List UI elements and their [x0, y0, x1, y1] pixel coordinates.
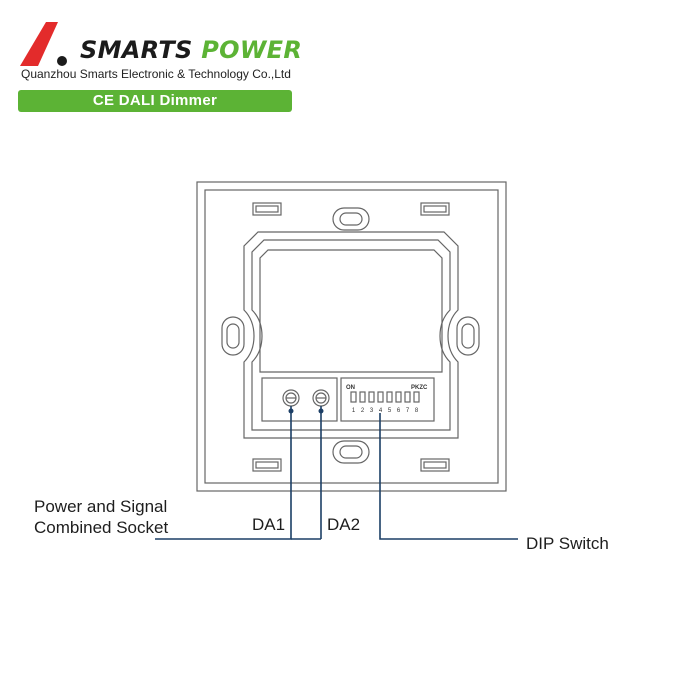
brand-primary: SMARTS: [80, 36, 193, 64]
screw-slot-top: [332, 207, 370, 231]
corner-slot-top-right: [420, 202, 450, 216]
smarts-power-logo-icon: [20, 22, 67, 66]
dip-lever-5: [386, 391, 393, 403]
socket-label-line2: Combined Socket: [34, 518, 169, 537]
dip-number-5: 5: [388, 408, 392, 414]
company-name: Quanzhou Smarts Electronic & Technology …: [21, 67, 291, 81]
screw-slot-right: [456, 316, 480, 356]
dip-number-8: 8: [415, 408, 419, 414]
dip-switch-levers: [350, 391, 420, 403]
wall-plate-outer: [196, 181, 507, 492]
leader-line-dip: [379, 413, 518, 540]
wall-plate-inner: [204, 189, 499, 484]
dip-code-label: PKZC: [411, 385, 428, 391]
module-housing-outer: [243, 231, 459, 439]
brand-name: SMARTS POWER: [80, 36, 302, 64]
dip-on-label: ON: [346, 385, 355, 391]
brand-secondary: POWER: [201, 36, 303, 64]
dip-number-7: 7: [406, 408, 410, 414]
dip-lever-4: [377, 391, 384, 403]
dip-lever-3: [368, 391, 375, 403]
corner-slot-bottom-right: [420, 458, 450, 472]
product-banner: CE DALI Dimmer: [18, 90, 292, 112]
dip-number-1: 1: [352, 408, 356, 414]
dip-lever-8: [413, 391, 420, 403]
terminal-screw-da2: [312, 389, 330, 407]
terminal-block: [261, 377, 338, 422]
corner-slot-bottom-left: [252, 458, 282, 472]
dip-switch-block: [340, 377, 435, 422]
dip-number-3: 3: [370, 408, 374, 414]
dip-number-6: 6: [397, 408, 401, 414]
da2-label: DA2: [327, 515, 361, 534]
header: SMARTS POWER Quanzhou Smarts Electronic …: [0, 0, 700, 120]
dip-switch-label: DIP Switch: [526, 534, 609, 553]
dip-lever-2: [359, 391, 366, 403]
socket-label-line1: Power and Signal: [34, 497, 168, 516]
da1-label: DA1: [252, 515, 286, 534]
screw-slot-left: [221, 316, 245, 356]
terminal-screw-da1: [282, 389, 300, 407]
dip-number-2: 2: [361, 408, 365, 414]
screw-slot-bottom: [332, 440, 370, 464]
dip-lever-6: [395, 391, 402, 403]
dip-number-4: 4: [379, 408, 383, 414]
corner-slot-top-left: [252, 202, 282, 216]
dip-lever-1: [350, 391, 357, 403]
dip-lever-7: [404, 391, 411, 403]
